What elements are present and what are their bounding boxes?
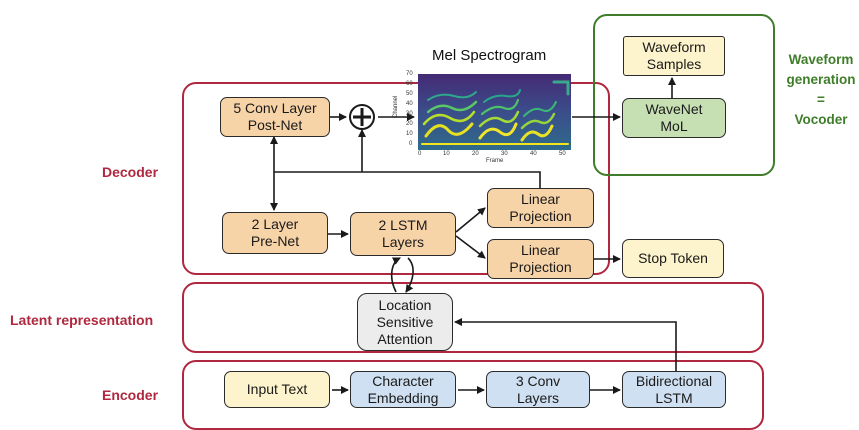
bidirectional-lstm-label: Bidirectional LSTM [635, 372, 713, 406]
spectrogram-y-tick: 60 [406, 81, 413, 87]
linear-projection-top-box: Linear Projection [487, 188, 594, 228]
waveform-samples-box: Waveform Samples [623, 36, 725, 76]
conv-layers-box: 3 Conv Layers [486, 371, 590, 408]
conv-layers-label: 3 Conv Layers [515, 372, 561, 406]
spectrogram-y-tick: 70 [406, 71, 413, 77]
lstm-layers-box: 2 LSTM Layers [350, 212, 456, 256]
postnet-box: 5 Conv Layer Post-Net [220, 97, 330, 137]
mel-spectrogram-image [418, 74, 571, 150]
spectrogram-x-tick: 30 [501, 151, 508, 157]
decoder-region [182, 82, 610, 275]
spectrogram-x-axis-label: Frame [486, 158, 504, 164]
spectrogram-x-tick: 40 [530, 151, 537, 157]
attention-label: Location Sensitive Attention [376, 296, 434, 347]
postnet-label: 5 Conv Layer Post-Net [233, 100, 317, 133]
wavenet-box: WaveNet MoL [622, 98, 726, 138]
input-text-box: Input Text [224, 371, 330, 408]
lstm-layers-label: 2 LSTM Layers [378, 217, 428, 250]
spectrogram-y-tick: 40 [406, 101, 413, 107]
prenet-box: 2 Layer Pre-Net [222, 212, 328, 254]
spectrogram-x-tick: 0 [418, 151, 422, 157]
sum-node [349, 104, 375, 130]
linear-projection-bottom-label: Linear Projection [509, 242, 572, 275]
linear-projection-top-label: Linear Projection [509, 191, 572, 224]
spectrogram-title: Mel Spectrogram [432, 47, 547, 64]
spectrogram-x-tick: 50 [559, 151, 566, 157]
spectrogram-x-tick: 10 [443, 151, 450, 157]
input-text-label: Input Text [246, 381, 308, 397]
prenet-label: 2 Layer Pre-Net [250, 216, 300, 249]
wavenet-label: WaveNet MoL [645, 101, 703, 134]
attention-box: Location Sensitive Attention [357, 293, 453, 351]
stop-token-label: Stop Token [638, 250, 708, 266]
latent-representation-label: Latent representation [10, 312, 154, 328]
character-embedding-label: Character Embedding [367, 372, 439, 406]
bidirectional-lstm-box: Bidirectional LSTM [622, 371, 726, 408]
stop-token-box: Stop Token [622, 239, 724, 278]
spectrogram-x-tick: 20 [472, 151, 479, 157]
spectrogram-y-tick: 20 [406, 121, 413, 127]
spectrogram-y-tick: 50 [406, 91, 413, 97]
linear-projection-bottom-box: Linear Projection [487, 239, 594, 279]
vocoder-label: Waveform generation = Vocoder [786, 52, 856, 127]
spectrogram-y-tick: 10 [406, 131, 413, 137]
waveform-samples-label: Waveform Samples [642, 39, 706, 72]
encoder-label: Encoder [102, 387, 159, 403]
vocoder-region [593, 14, 775, 176]
latent-region [182, 282, 764, 353]
spectrogram-y-tick: 0 [409, 141, 413, 147]
character-embedding-box: Character Embedding [350, 371, 456, 408]
decoder-label: Decoder [102, 164, 159, 180]
